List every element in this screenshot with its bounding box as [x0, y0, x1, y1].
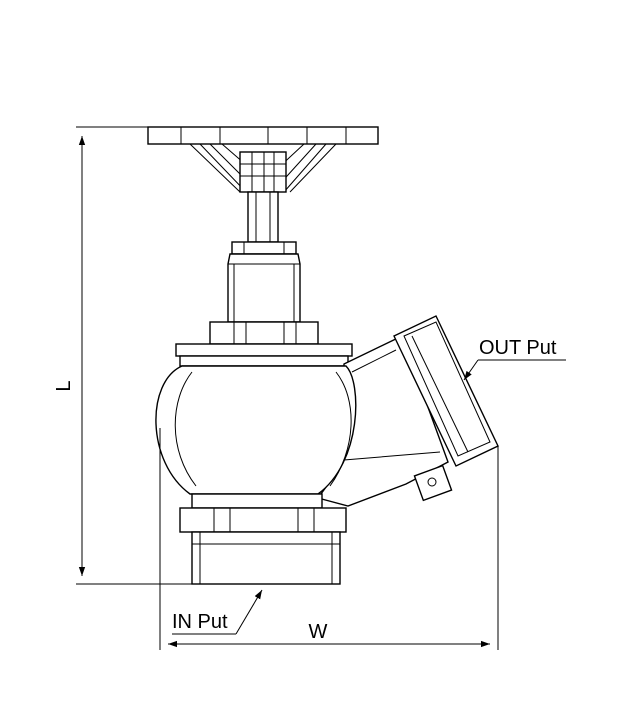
inlet-coupling — [191, 531, 341, 585]
valve-stem — [231, 191, 297, 255]
outlet-lug — [413, 464, 453, 502]
handwheel-hub — [239, 151, 287, 193]
stem-nut — [231, 241, 297, 255]
bonnet — [209, 253, 319, 345]
lug-hole — [427, 477, 437, 487]
out-put-label: OUT Put — [479, 337, 557, 359]
inlet-assembly — [179, 493, 347, 585]
bonnet-hex-nut — [209, 321, 319, 345]
length-label: L — [53, 380, 75, 391]
body-flange — [175, 343, 353, 367]
width-label: W — [309, 621, 328, 643]
in-put-label: IN Put — [172, 611, 228, 633]
handwheel-rim — [147, 126, 379, 145]
inlet-hex-nut — [179, 507, 347, 533]
out-put-callout: OUT Put — [463, 337, 566, 381]
dimension-length: L — [53, 126, 192, 585]
handwheel — [147, 126, 379, 193]
in-put-callout: IN Put — [172, 589, 263, 635]
valve-body — [155, 365, 357, 495]
dimension-width: W — [159, 428, 499, 650]
